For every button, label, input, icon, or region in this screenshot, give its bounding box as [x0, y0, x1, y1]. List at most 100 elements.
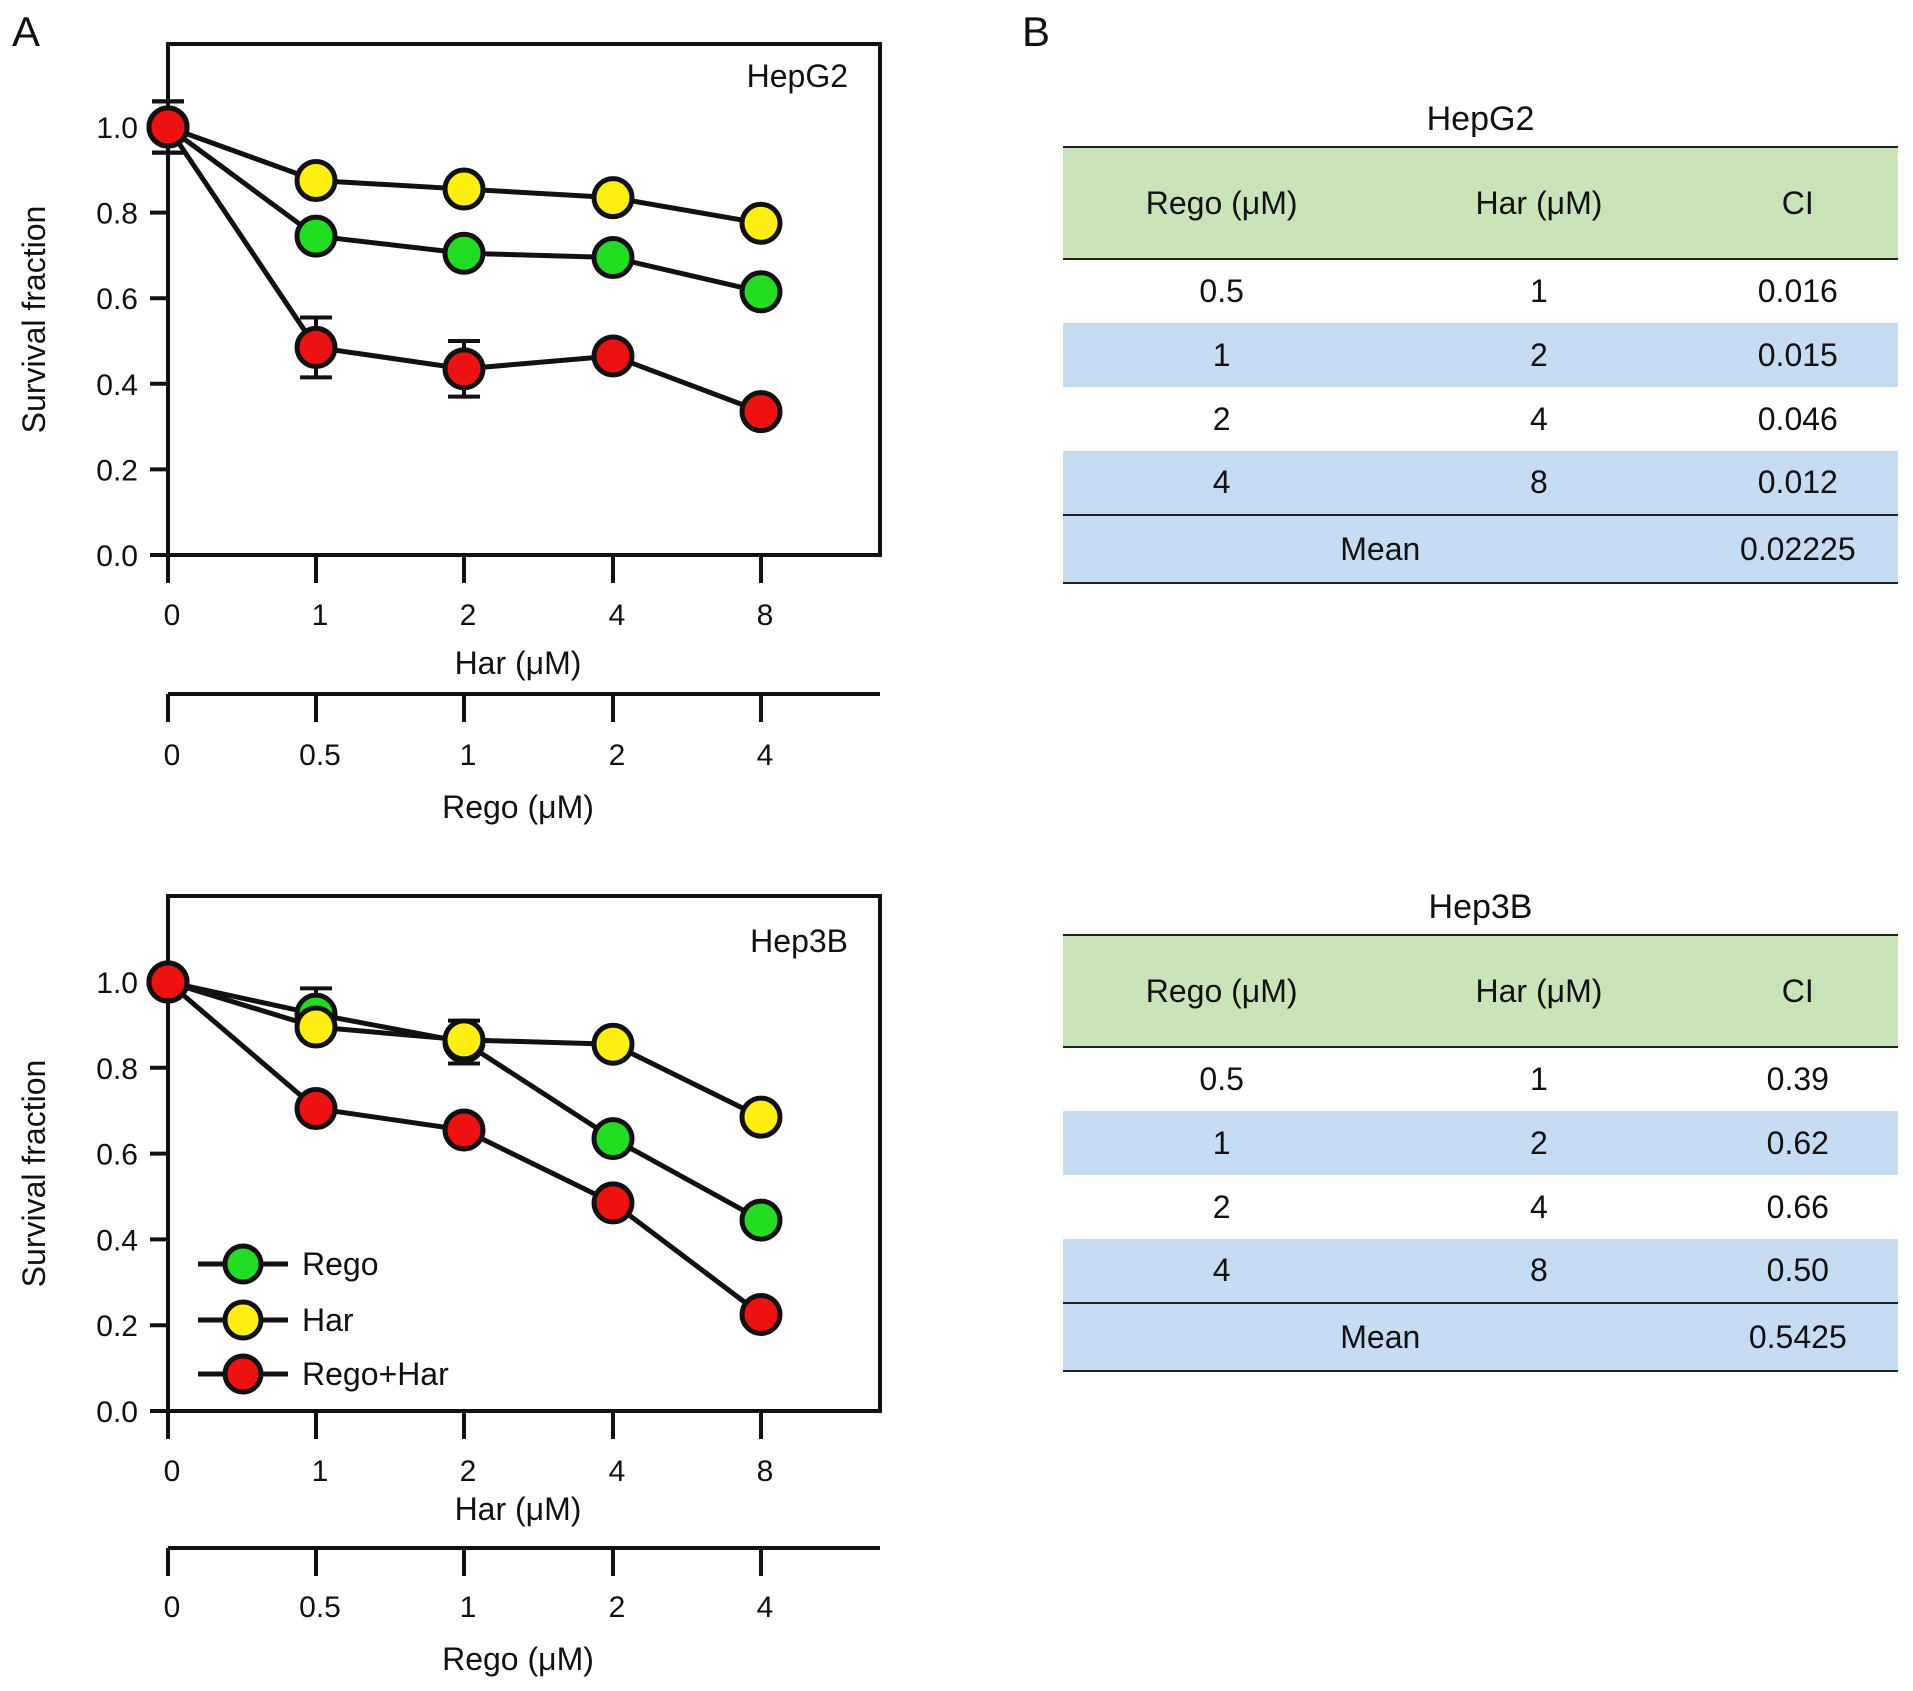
cell-ci: 0.62	[1766, 1124, 1829, 1161]
table-row: 2 4 0.66	[1063, 1175, 1898, 1239]
y-tick-label: 0.0	[96, 1396, 138, 1429]
header-ci: CI	[1781, 972, 1814, 1009]
data-point	[442, 347, 486, 391]
x-axis-label: Har (μM)	[455, 645, 582, 681]
y-tick-label: 0.4	[96, 369, 138, 402]
x2-tick-label: 0	[164, 1591, 181, 1624]
legend-marker	[222, 1299, 264, 1341]
y-tick-label: 1.0	[96, 967, 138, 1000]
x-tick-label: 1	[312, 599, 329, 632]
x2-tick-label: 4	[757, 1591, 774, 1624]
mean-value: 0.5425	[1748, 1318, 1847, 1355]
y-axis-label: Survival fraction	[16, 1060, 52, 1288]
series-line	[167, 979, 763, 1223]
cell-rego: 1	[1212, 336, 1231, 373]
data-point	[442, 1108, 486, 1152]
header-rego: Rego (μM)	[1145, 972, 1298, 1009]
x-tick-label: 2	[460, 1455, 477, 1488]
data-point	[739, 270, 783, 314]
cell-ci: 0.50	[1766, 1252, 1829, 1288]
cell-har: 2	[1530, 336, 1548, 373]
y-tick-label: 0.8	[96, 198, 138, 231]
table-title-hep3b: Hep3B	[1428, 888, 1533, 926]
cell-rego: 0.5	[1199, 1061, 1244, 1097]
plot-frame	[166, 894, 882, 1413]
cell-har: 2	[1530, 1124, 1548, 1161]
data-point	[146, 960, 190, 1004]
cell-rego: 4	[1212, 1252, 1231, 1288]
table-row: 4 8 0.012	[1063, 451, 1898, 515]
cell-rego: 0.5	[1199, 273, 1244, 309]
data-point	[294, 1005, 338, 1049]
y-axis-label: Survival fraction	[16, 206, 52, 434]
legend-label: Rego+Har	[302, 1356, 449, 1392]
cell-har: 1	[1530, 1061, 1548, 1097]
chart-title: Hep3B	[750, 923, 848, 959]
cell-rego: 2	[1212, 400, 1231, 437]
cell-rego: 1	[1212, 1124, 1231, 1161]
x-tick-label: 4	[609, 1455, 626, 1488]
y-tick-label: 0.2	[96, 1310, 138, 1343]
data-point	[294, 325, 338, 369]
data-point	[442, 1018, 486, 1062]
data-point	[739, 1198, 783, 1242]
panel-label-a: A	[12, 8, 41, 55]
data-point	[739, 1292, 783, 1336]
x-tick-label: 0	[164, 1455, 181, 1488]
header-har: Har (μM)	[1475, 184, 1603, 221]
x2-tick-label: 1	[460, 1591, 477, 1624]
table-header-row: Rego (μM) Har (μM) CI	[1063, 147, 1898, 259]
x2-axis-label: Rego (μM)	[442, 789, 594, 825]
table-row: 2 4 0.046	[1063, 387, 1898, 451]
data-point	[442, 167, 486, 211]
y-tick-label: 0.2	[96, 454, 138, 487]
x2-axis-label: Rego (μM)	[442, 1641, 594, 1677]
cell-har: 1	[1530, 273, 1548, 309]
x2-tick-label: 2	[609, 739, 626, 772]
table-row: 1 2 0.62	[1063, 1111, 1898, 1175]
x-tick-label: 1	[312, 1455, 329, 1488]
data-point	[294, 159, 338, 202]
data-point	[294, 1087, 338, 1131]
cell-ci: 0.015	[1757, 336, 1838, 373]
x-tick-label: 4	[609, 599, 626, 632]
cell-har: 4	[1530, 400, 1548, 437]
data-point	[591, 1117, 635, 1161]
data-point	[739, 1095, 783, 1139]
header-ci: CI	[1781, 184, 1814, 221]
x2-tick-label: 4	[757, 739, 774, 772]
data-point	[739, 201, 783, 245]
y-tick-label: 0.8	[96, 1053, 138, 1086]
cell-ci: 0.012	[1757, 464, 1838, 500]
legend-label: Har	[302, 1302, 354, 1338]
table-title-hepg2: HepG2	[1426, 100, 1535, 138]
y-tick-label: 0.6	[96, 1139, 138, 1172]
x2-tick-label: 0.5	[299, 1591, 341, 1624]
x-tick-label: 0	[164, 599, 181, 632]
legend-marker	[222, 1243, 264, 1285]
x2-tick-label: 2	[609, 1591, 626, 1624]
data-point	[591, 1181, 635, 1225]
cell-ci: 0.016	[1757, 273, 1838, 309]
cell-rego: 4	[1212, 464, 1231, 500]
data-point	[442, 231, 486, 275]
data-point	[591, 334, 635, 378]
data-point	[739, 390, 783, 434]
table-footer-row: Mean 0.02225	[1063, 515, 1898, 583]
y-tick-label: 0.4	[96, 1224, 138, 1257]
table-row: 1 2 0.015	[1063, 323, 1898, 387]
chart-title: HepG2	[747, 58, 848, 94]
x-tick-label: 8	[757, 599, 774, 632]
mean-label: Mean	[1340, 1318, 1421, 1355]
x-axis-label: Har (μM)	[455, 1491, 582, 1527]
x-tick-label: 8	[757, 1455, 774, 1488]
data-point	[294, 214, 338, 258]
cell-har: 8	[1530, 464, 1548, 500]
cell-har: 4	[1530, 1188, 1548, 1225]
cell-ci: 0.046	[1757, 400, 1838, 437]
table-row: 4 8 0.50	[1063, 1239, 1898, 1303]
ci-table-hepg2: Rego (μM) Har (μM) CI 0.5 1 0.016 1 2 0.…	[1063, 146, 1898, 584]
header-har: Har (μM)	[1475, 972, 1603, 1009]
data-point	[591, 176, 635, 220]
